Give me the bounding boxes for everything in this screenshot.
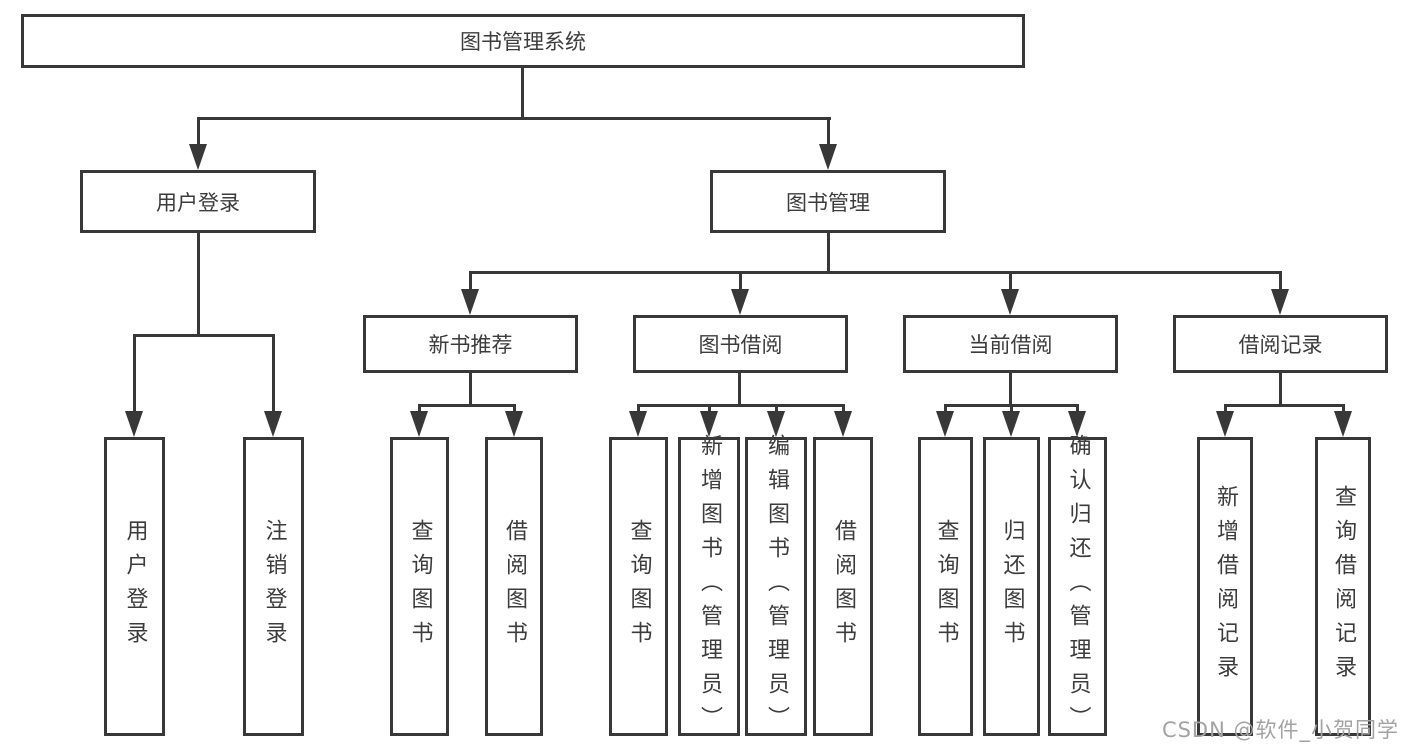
connector-line bbox=[197, 233, 200, 337]
arrow-down-icon bbox=[410, 411, 428, 437]
arrow-down-icon bbox=[629, 411, 647, 437]
connector-line bbox=[637, 404, 845, 407]
arrow-down-icon bbox=[700, 411, 718, 437]
connector-line bbox=[133, 334, 275, 337]
arrow-down-icon bbox=[1334, 411, 1352, 437]
leaf-confirm-return-admin: 确认归还（管理员） bbox=[1048, 434, 1107, 740]
arrow-down-icon bbox=[936, 411, 954, 437]
leaf-borrow-books-recommend: 借阅图书 bbox=[485, 437, 543, 736]
arrow-down-icon bbox=[767, 411, 785, 437]
connector-line bbox=[1224, 404, 1345, 407]
arrow-down-icon bbox=[1002, 411, 1020, 437]
connector-line bbox=[738, 373, 741, 407]
leaf-add-borrow-record: 新增借阅记录 bbox=[1197, 437, 1253, 736]
connector-line bbox=[827, 233, 830, 274]
arrow-down-icon bbox=[819, 144, 837, 170]
connector-line bbox=[827, 117, 830, 147]
arrow-down-icon bbox=[1271, 289, 1289, 315]
node-borrow-records: 借阅记录 bbox=[1173, 315, 1388, 373]
connector-line bbox=[1342, 404, 1345, 416]
connector-line bbox=[197, 117, 200, 147]
connector-line bbox=[133, 334, 136, 414]
connector-line bbox=[1010, 404, 1013, 416]
arrow-down-icon bbox=[1001, 289, 1019, 315]
node-current-borrow: 当前借阅 bbox=[903, 315, 1118, 373]
arrow-down-icon bbox=[125, 411, 143, 437]
arrow-down-icon bbox=[505, 411, 523, 437]
connector-line bbox=[1009, 373, 1012, 407]
watermark: CSDN @软件_小贺同学 bbox=[1161, 718, 1399, 742]
arrow-down-icon bbox=[189, 144, 207, 170]
connector-line bbox=[944, 404, 947, 416]
connector-line bbox=[708, 404, 711, 416]
connector-line bbox=[1224, 404, 1227, 416]
arrow-down-icon bbox=[731, 289, 749, 315]
connector-line bbox=[1279, 373, 1282, 407]
node-root: 图书管理系统 bbox=[21, 14, 1025, 68]
connector-line bbox=[1279, 271, 1282, 293]
arrow-down-icon bbox=[1216, 411, 1234, 437]
connector-line bbox=[842, 404, 845, 416]
node-book-management: 图书管理 bbox=[710, 170, 946, 233]
leaf-query-books-current: 查询图书 bbox=[918, 437, 973, 736]
leaf-borrow-books: 借阅图书 bbox=[813, 437, 873, 736]
connector-line bbox=[1009, 271, 1012, 293]
leaf-logout: 注销登录 bbox=[243, 437, 304, 736]
connector-line bbox=[739, 271, 742, 293]
connector-line bbox=[418, 404, 516, 407]
connector-line bbox=[418, 404, 421, 416]
node-user-login: 用户登录 bbox=[80, 170, 316, 233]
leaf-return-books: 归还图书 bbox=[983, 437, 1040, 736]
connector-line bbox=[469, 271, 1282, 274]
connector-line bbox=[1076, 404, 1079, 416]
arrow-down-icon bbox=[1068, 411, 1086, 437]
node-book-borrow: 图书借阅 bbox=[633, 315, 848, 373]
leaf-query-books-borrow: 查询图书 bbox=[609, 437, 668, 736]
arrow-down-icon bbox=[264, 411, 282, 437]
connector-line bbox=[521, 68, 524, 120]
arrow-down-icon bbox=[834, 411, 852, 437]
leaf-query-borrow-record: 查询借阅记录 bbox=[1315, 437, 1371, 736]
connector-line bbox=[469, 373, 472, 407]
node-new-book-recommend: 新书推荐 bbox=[363, 315, 578, 373]
leaf-edit-books-admin: 编辑图书（管理员） bbox=[745, 434, 807, 740]
leaf-query-books-recommend: 查询图书 bbox=[390, 437, 449, 736]
leaf-user-login: 用户登录 bbox=[104, 437, 165, 736]
arrow-down-icon bbox=[461, 289, 479, 315]
connector-line bbox=[637, 404, 640, 416]
connector-line bbox=[272, 334, 275, 414]
connector-line bbox=[469, 271, 472, 293]
connector-line bbox=[513, 404, 516, 416]
connector-line bbox=[775, 404, 778, 416]
connector-line bbox=[197, 117, 831, 120]
leaf-add-books-admin: 新增图书（管理员） bbox=[678, 434, 740, 740]
